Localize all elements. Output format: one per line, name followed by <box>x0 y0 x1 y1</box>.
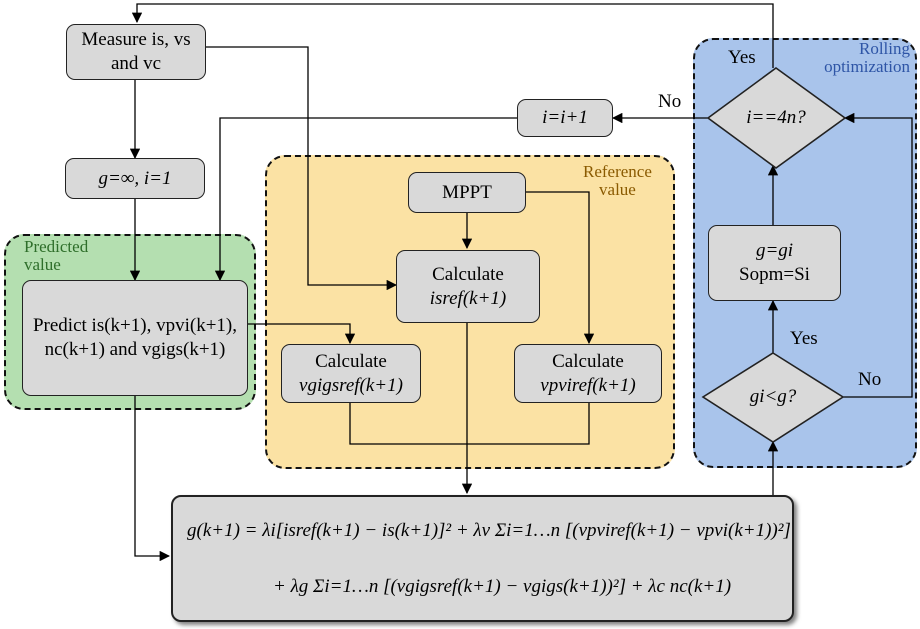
calc-vgigsref-box: Calculate vgigsref(k+1) <box>281 344 421 403</box>
loop-no-label: No <box>658 91 682 112</box>
loop-yes-label: Yes <box>728 47 756 68</box>
measure-line2: and vc <box>110 53 162 74</box>
predict-box: Predict is(k+1), vpvi(k+1), nc(k+1) and … <box>22 280 248 396</box>
calc-vgigsref-line2: vgigsref(k+1) <box>299 374 403 396</box>
predict-line1: Predict is(k+1), vpvi(k+1), <box>32 315 237 336</box>
calc-isref-line1: Calculate <box>432 263 504 285</box>
loop-check-text: i==4n? <box>746 107 806 128</box>
cost-function-line1: g(k+1) = λi[isref(k+1) − is(k+1)]² + λv … <box>187 520 791 541</box>
compare-no-label: No <box>858 369 882 390</box>
compare-yes-label: Yes <box>790 328 818 349</box>
rolling-optimization-title: Rolling optimization <box>824 39 910 76</box>
update-box: g=gi Sopm=Si <box>708 225 841 301</box>
predicted-value-title: Predicted value <box>24 237 89 274</box>
calc-vgigsref-line1: Calculate <box>315 350 387 372</box>
increment-text: i=i+1 <box>542 107 588 128</box>
increment-box: i=i+1 <box>517 99 613 137</box>
compare-text: gi<g? <box>749 386 797 407</box>
cost-function-box: g(k+1) = λi[isref(k+1) − is(k+1)]² + λv … <box>171 495 794 622</box>
calc-vpviref-line2: vpviref(k+1) <box>540 374 636 396</box>
calc-isref-line2: isref(k+1) <box>429 287 507 309</box>
update-line2: Sopm=Si <box>739 264 810 285</box>
calc-vpviref-line1: Calculate <box>552 350 624 372</box>
reference-value-title: Reference value <box>583 162 652 199</box>
init-box: g=∞, i=1 <box>65 158 205 199</box>
calc-vpviref-box: Calculate vpviref(k+1) <box>514 344 662 403</box>
measure-box: Measure is, vs and vc <box>66 24 206 80</box>
cost-function-line2: + λg Σi=1…n [(vgigsref(k+1) − vgigs(k+1)… <box>273 576 732 597</box>
update-line1: g=gi <box>755 240 794 261</box>
predict-line2: nc(k+1) and vgigs(k+1) <box>44 339 226 360</box>
calc-isref-box: Calculate isref(k+1) <box>396 250 540 323</box>
init-text: g=∞, i=1 <box>98 167 172 189</box>
measure-line1: Measure is, vs <box>81 29 191 50</box>
mppt-text: MPPT <box>442 181 492 203</box>
mppt-box: MPPT <box>408 172 526 213</box>
